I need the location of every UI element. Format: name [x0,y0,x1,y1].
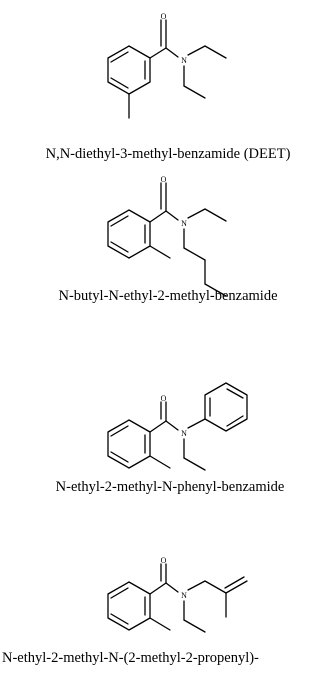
oxygen-atom-label: O [161,175,167,184]
ethyl-propenyl-structure: O N [107,556,248,633]
butyl-ethyl-structure: O N [107,175,227,297]
oxygen-atom-label: O [161,394,167,403]
nitrogen-atom-label: N [181,56,187,65]
molecule-butyl-ethyl: O N N-butyl-N-ethyl-2-methyl-benzamide [0,175,336,310]
nitrogen-atom-label: N [181,591,187,600]
deet-structure: O N [107,12,227,119]
molecule-name-ethyl-phenyl: N-ethyl-2-methyl-N-phenyl-benzamide [55,479,285,495]
molecule-ethyl-phenyl: O N N-ethyl-2-methyl-N-phenyl-benzamide [0,382,336,510]
molecule-ethyl-propenyl: O N N-ethyl-2-methyl-N-(2-methyl-2-prope… [0,556,336,676]
nitrogen-atom-label: N [181,429,187,438]
nitrogen-atom-label: N [181,219,187,228]
oxygen-atom-label: O [161,556,167,565]
molecule-name-butyl-ethyl: N-butyl-N-ethyl-2-methyl-benzamide [58,288,278,304]
oxygen-atom-label: O [161,12,167,21]
molecule-deet: O N N,N-diethyl-3-methyl-benzamide (DEET… [0,0,336,180]
molecule-name-deet: N,N-diethyl-3-methyl-benzamide (DEET) [45,146,291,162]
molecule-name-ethyl-propenyl: N-ethyl-2-methyl-N-(2-methyl-2-propenyl)… [2,650,259,666]
ethyl-phenyl-structure: O N [107,382,248,471]
